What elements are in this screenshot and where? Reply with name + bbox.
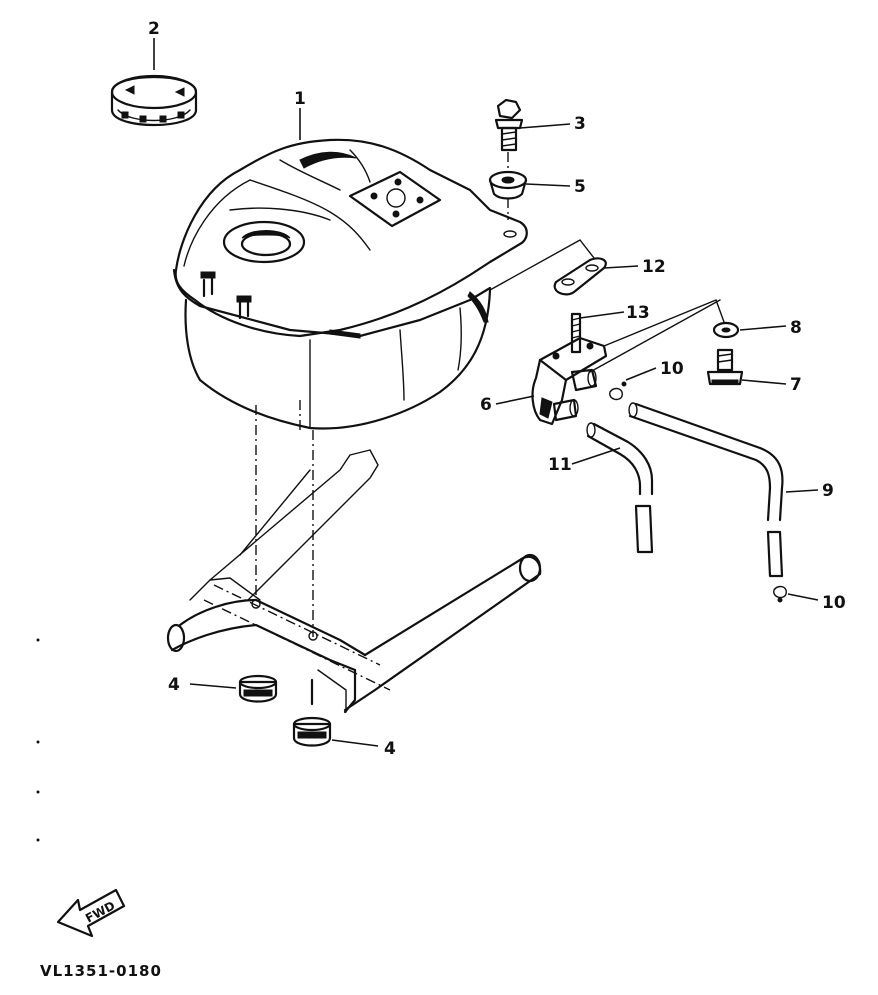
fuel-tank	[172, 138, 528, 430]
callout-1: 1	[294, 89, 306, 109]
callout-4b: 4	[384, 739, 396, 759]
forward-label: FWD	[83, 898, 117, 925]
leader-10a	[625, 367, 657, 381]
leader-5	[525, 183, 571, 187]
collar	[488, 170, 528, 200]
drain-screw	[706, 348, 744, 386]
leader-9	[785, 489, 819, 493]
leader-7	[741, 379, 787, 385]
fuel-cock	[531, 312, 608, 426]
leader-13	[579, 311, 625, 319]
callout-9: 9	[822, 481, 834, 501]
hose-clip-upper	[609, 381, 627, 401]
grommet-left	[238, 674, 278, 703]
gasket	[553, 257, 607, 296]
diagram-part-number: VL1351-0180	[40, 962, 162, 980]
callout-3: 3	[574, 114, 586, 134]
leader-10b	[787, 593, 819, 601]
leader-4a	[189, 683, 237, 689]
callout-5: 5	[574, 177, 586, 197]
callout-6: 6	[480, 395, 492, 415]
callout-12: 12	[642, 257, 666, 277]
fuel-hose-short	[586, 422, 654, 554]
bolt	[494, 98, 524, 152]
callout-10a: 10	[660, 359, 684, 379]
leader-12	[603, 265, 639, 269]
callout-4a: 4	[168, 675, 180, 695]
callout-2: 2	[148, 19, 160, 39]
leader-11	[571, 447, 621, 465]
fuel-hose-long	[628, 402, 784, 578]
hose-clip-lower	[773, 585, 787, 603]
callout-11: 11	[548, 455, 572, 475]
leader-8	[739, 325, 787, 331]
leader-6	[495, 395, 535, 405]
leader-4b	[331, 739, 379, 747]
margin-dots	[36, 638, 40, 842]
callout-7: 7	[790, 375, 802, 395]
forward-arrow-icon: FWD	[56, 888, 126, 938]
fuel-cap	[110, 74, 198, 127]
callout-13: 13	[626, 303, 650, 323]
callout-10b: 10	[822, 593, 846, 613]
washer	[712, 321, 740, 339]
frame	[166, 400, 542, 714]
grommet-right	[292, 716, 332, 747]
leader-3	[519, 123, 571, 129]
callout-8: 8	[790, 318, 802, 338]
